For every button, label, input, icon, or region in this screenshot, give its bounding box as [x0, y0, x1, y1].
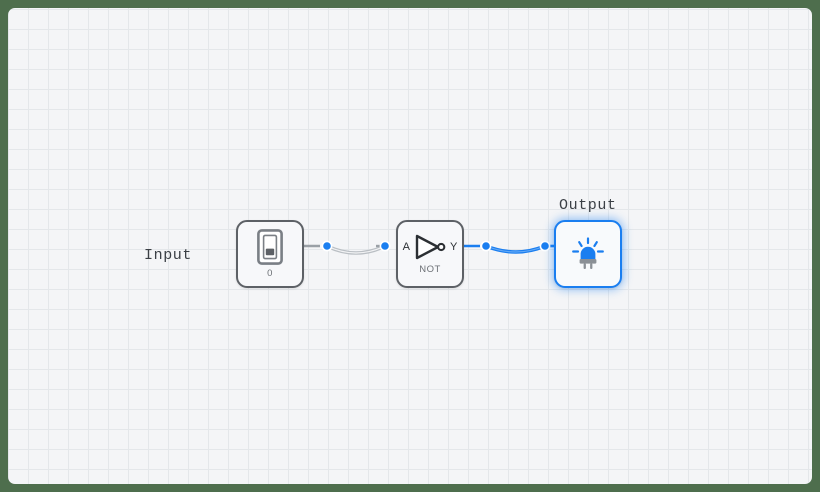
switch-value-label: 0 [267, 268, 273, 279]
node-switch[interactable]: 0 [236, 220, 304, 288]
gate-input-port-label[interactable]: A [402, 241, 410, 253]
wire-switch-to-gate[interactable] [325, 244, 387, 255]
gate-body: A Y [402, 233, 458, 261]
gate-type-label: NOT [419, 264, 441, 275]
gate-output-port-label[interactable]: Y [450, 241, 458, 253]
node-not-gate[interactable]: A Y NOT [396, 220, 464, 288]
output-label: Output [559, 197, 617, 214]
led-lamp-icon[interactable] [571, 237, 605, 271]
wire-gate-to-lamp-core [485, 245, 546, 253]
not-gate-icon [413, 233, 447, 261]
wire-gate-to-lamp[interactable] [484, 244, 547, 254]
input-label: Input [144, 247, 193, 264]
circuit-canvas[interactable]: Input Output 0 A [8, 8, 812, 484]
wire-endpoint-dot[interactable] [321, 240, 333, 252]
wire-endpoint-dot[interactable] [480, 240, 492, 252]
node-output-lamp[interactable] [554, 220, 622, 288]
wire-endpoint-dot[interactable] [379, 240, 391, 252]
wire-switch-to-gate-core [326, 245, 386, 254]
wire-endpoint-dot[interactable] [539, 240, 551, 252]
toggle-switch-icon[interactable] [257, 229, 283, 265]
